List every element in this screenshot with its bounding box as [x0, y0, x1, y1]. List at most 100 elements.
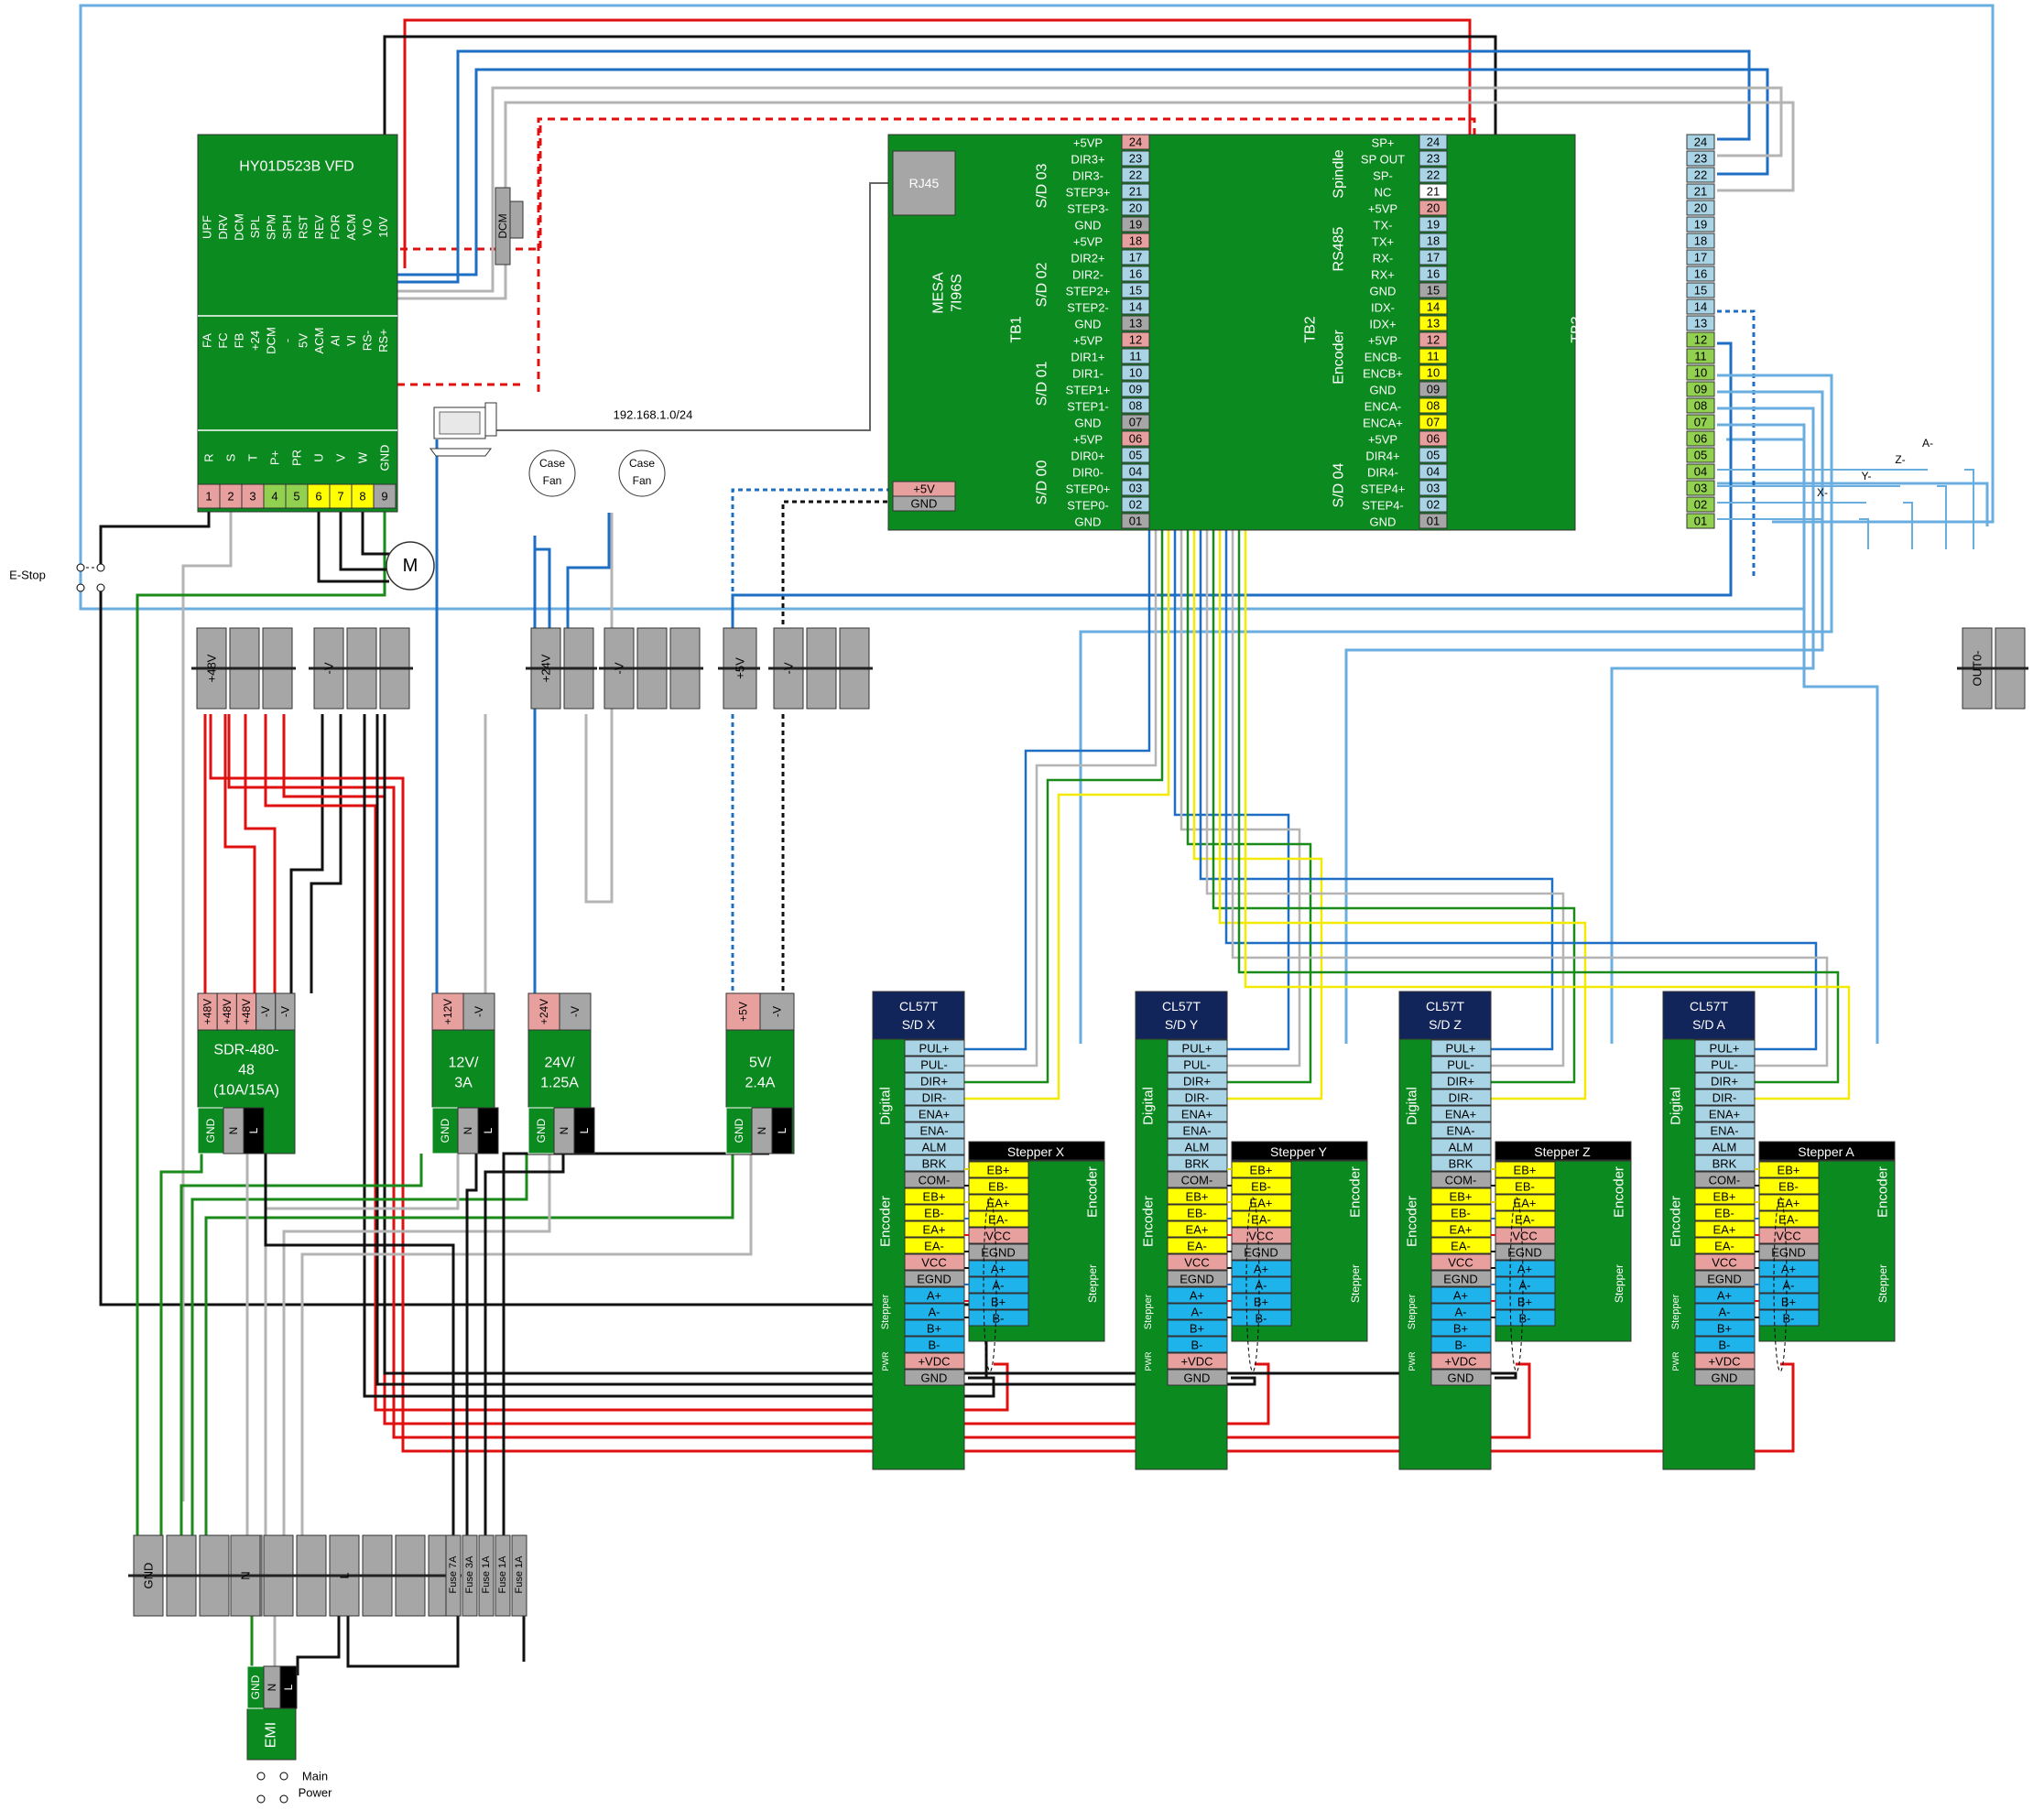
psu-bottom-label: N [462, 1127, 474, 1135]
driver-pin [1167, 1352, 1228, 1370]
driver-pin [1430, 1303, 1492, 1320]
limit-switch-label: A- [1922, 437, 1933, 450]
tb2-pin [1419, 216, 1448, 233]
stepper-pin-label: A+ [1254, 1263, 1268, 1276]
psu4-l-wire [502, 1152, 769, 1547]
strip-24v-label: +24V [539, 654, 553, 682]
driver-pin-label: VCC [1184, 1256, 1209, 1270]
driver-pin [904, 1056, 965, 1073]
stepper-name: Stepper X [1007, 1144, 1065, 1159]
tb1-pin-label: GND [1075, 318, 1102, 331]
tb1-pin-label: DIR0- [1072, 466, 1104, 480]
driver-pin-label: PUL- [1447, 1058, 1474, 1072]
psu1-l-wire [264, 1154, 455, 1547]
tb3-pin-label: OUT4B [1628, 169, 1668, 183]
driver-model: CL57T [1162, 999, 1201, 1013]
tb3-pin-label: INCOM [1628, 334, 1668, 348]
psu-top-label: -V [771, 1006, 784, 1017]
network-label: 192.168.1.0/24 [614, 408, 693, 422]
driver-pin [1167, 1105, 1228, 1122]
enable-wire-2 [1610, 406, 1815, 1044]
driver-pin [1430, 1171, 1492, 1188]
driver-pin [904, 1138, 965, 1155]
tb3-pin-number: 17 [1694, 251, 1707, 265]
vfd-terminal: ACM [344, 214, 358, 241]
driver-pin-label: EB- [924, 1207, 944, 1220]
driver-pin [904, 1369, 965, 1386]
driver-pin [1167, 1171, 1228, 1188]
psu-top-label: +5V [737, 1002, 750, 1022]
driver-pin [1430, 1286, 1492, 1304]
tb3-pin [1686, 150, 1715, 167]
driver-pin-label: EGND [1443, 1273, 1478, 1286]
tb3-pin-label: OUT3- [1631, 219, 1667, 233]
psu-bottom-label: N [756, 1127, 768, 1135]
driver-pin-label: EA- [1187, 1240, 1207, 1253]
psu-bottom-label: L [482, 1127, 495, 1133]
driver-pin-label: B- [929, 1339, 940, 1352]
pc-tower [484, 402, 497, 437]
driver-pin-label: EB+ [1186, 1190, 1209, 1204]
tb3-pin [1686, 414, 1715, 430]
driver-pin [1694, 1237, 1756, 1254]
stepper-pin-label: A- [1519, 1279, 1531, 1293]
tb2-pin-label: DIR4+ [1365, 450, 1399, 463]
stepper-pin-label: EGND [1507, 1246, 1542, 1260]
tb1-group-label: S/D 01 [1035, 361, 1050, 406]
tb1-pin [1121, 200, 1150, 216]
tb2-pin-number: 15 [1427, 284, 1440, 298]
tb3-group-label: Inputs [1597, 410, 1613, 450]
driver-header [1662, 991, 1756, 1040]
stepper-header [1495, 1141, 1632, 1161]
tb2-pin-number: 06 [1427, 432, 1440, 446]
tb3-pin [1686, 364, 1715, 381]
driver-pin [1694, 1056, 1756, 1073]
vfd-terminal-number-label: 1 [205, 490, 212, 504]
driver-group-label: Encoder [1141, 1196, 1157, 1247]
driver-pin [1167, 1138, 1228, 1155]
tb2-pin-number: 09 [1427, 383, 1440, 396]
stepper-pin-label: B+ [1781, 1295, 1796, 1309]
tb1-pin [1121, 249, 1150, 266]
driver-pin [1167, 1286, 1228, 1304]
strip-gnd-label: GND [142, 1563, 156, 1589]
stepper-group-label: Stepper [1613, 1264, 1625, 1303]
vfd-power-terminal: P+ [268, 450, 282, 465]
tb3-pin [1686, 447, 1715, 463]
tb2-pin [1419, 134, 1448, 150]
tb1-label: TB1 [1009, 316, 1025, 342]
driver-pin [1167, 1089, 1228, 1106]
tb1-pin-label: STEP3+ [1066, 186, 1111, 200]
vfd-terminal: RS- [361, 331, 375, 351]
tb1-pin-number: 18 [1129, 234, 1142, 248]
case-fan-label: Fan [543, 474, 562, 487]
tb2-pin-label: NC [1375, 186, 1392, 200]
driver-group-label: Digital [1405, 1087, 1420, 1125]
tb2-pin-label: ENCA+ [1363, 417, 1403, 430]
driver-pin [904, 1220, 965, 1238]
tb3-pin-label: OUT5A [1628, 153, 1669, 167]
tb1-pin-label: DIR2+ [1071, 252, 1104, 266]
driver-pin [1430, 1319, 1492, 1337]
driver-pin-label: GND [1184, 1371, 1211, 1385]
out0-wire [1717, 482, 1989, 526]
tb3-pin-label: IN10 [1636, 351, 1660, 364]
tb3-pin-number: 08 [1694, 399, 1707, 413]
limit-return-0 [1859, 518, 1869, 549]
estop-contact [96, 583, 105, 592]
stepper-pin-label: A- [993, 1279, 1005, 1293]
tb3-pin-number: 01 [1694, 515, 1707, 528]
driver-pin-label: A- [929, 1306, 940, 1319]
driver-pin [1694, 1286, 1756, 1304]
tb1-pin-label: GND [1075, 515, 1102, 529]
stepper-pin-label: EB- [1515, 1180, 1535, 1194]
tb2-pin-label: STEP4- [1362, 499, 1404, 513]
tb2-pin [1419, 266, 1448, 282]
tb3-pin-label: IN0 [1639, 515, 1658, 529]
driver-pin [904, 1072, 965, 1089]
driver-pin-label: EA- [924, 1240, 944, 1253]
driver-pin [1167, 1303, 1228, 1320]
minus-wire-1 [289, 714, 324, 993]
driver-pin-label: EB- [1451, 1207, 1471, 1220]
vfd-body [197, 134, 398, 513]
